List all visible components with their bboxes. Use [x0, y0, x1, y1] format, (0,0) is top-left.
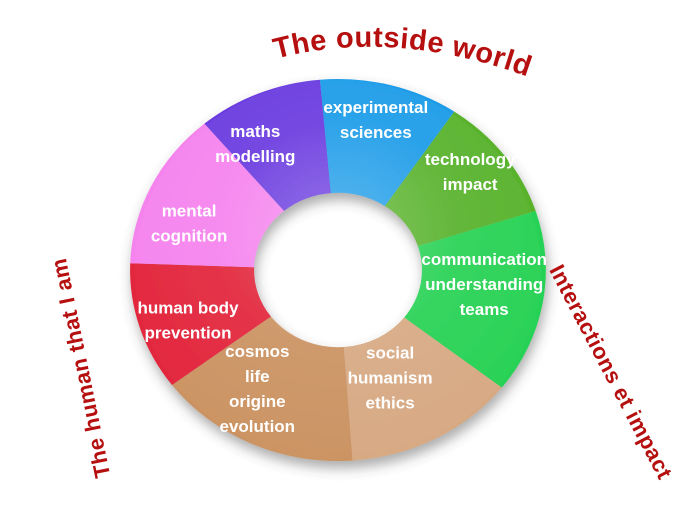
outer-label-interactions-impact: Interactions et impact: [545, 260, 678, 483]
gloss-overlay: [134, 79, 541, 461]
outer-label-human-that-i-am: The human that I am: [46, 256, 115, 480]
donut-segments: [130, 78, 546, 462]
outer-label-outside-world: The outside world: [270, 22, 536, 84]
